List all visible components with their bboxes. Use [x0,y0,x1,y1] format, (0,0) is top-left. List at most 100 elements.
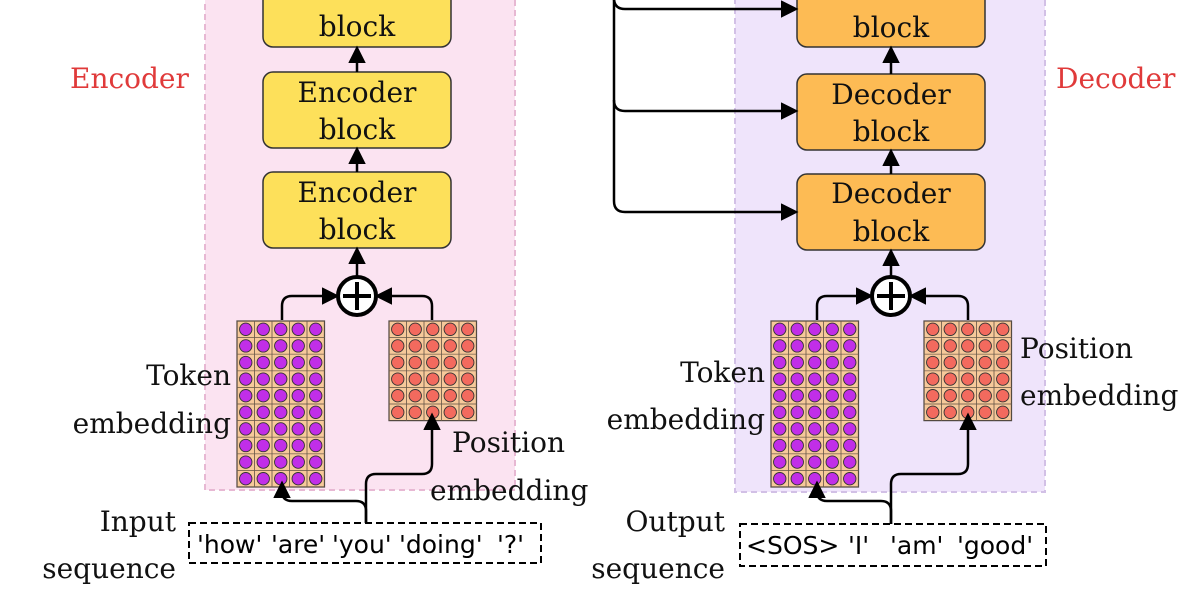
svg-text:block: block [319,113,396,146]
token-embedding-dot [825,339,839,353]
position-embedding-dot [391,355,405,370]
position-embedding-dot [408,405,422,419]
position-embedding-dot [461,355,475,370]
decoder-token-to-add [815,287,874,320]
token-embedding-dot [808,455,822,469]
token-embedding-dot [309,472,323,486]
encoder-token-label-2: embedding [73,407,231,440]
decoder-token-embedding-grid [770,320,860,488]
input-token: '?' [497,530,524,559]
decoder-position-label-1: Position [1020,332,1133,365]
decoder-block-top: Decoder block [796,0,986,48]
decoder-title: Decoder [1056,62,1176,95]
token-embedding-dot [790,455,804,469]
svg-text:Encoder: Encoder [298,176,418,209]
token-embedding-dot [843,438,857,453]
token-embedding-dot [274,389,288,403]
token-embedding-dot [239,422,253,436]
token-embedding-dot [790,372,804,386]
token-embedding-dot [309,355,323,370]
token-embedding-dot [790,322,804,336]
position-embedding-dot [391,322,405,336]
token-embedding-dot [309,405,323,419]
token-embedding-dot [790,438,804,453]
token-embedding-dot [773,389,787,403]
token-embedding-dot [291,372,305,386]
position-embedding-dot [943,389,957,403]
token-embedding-dot [808,355,822,370]
token-embedding-dot [773,438,787,453]
token-embedding-dot [843,389,857,403]
position-embedding-dot [926,372,940,386]
token-embedding-dot [256,405,270,419]
position-embedding-dot [443,322,457,336]
token-embedding-dot [790,355,804,370]
svg-text:Encoder: Encoder [298,0,418,5]
token-embedding-dot [309,455,323,469]
token-embedding-dot [825,322,839,336]
decoder-token-label-1: Token [680,356,765,389]
position-embedding-dot [996,355,1010,370]
input-token: 'how' [197,530,262,559]
token-embedding-dot [773,405,787,419]
encoder-position-label-2: embedding [430,474,588,507]
input-token: 'are' [271,530,325,559]
output-label-1: Output [626,505,726,538]
position-embedding-dot [408,389,422,403]
token-embedding-dot [825,372,839,386]
decoder-pos-to-add [908,287,970,320]
position-embedding-dot [443,339,457,353]
token-embedding-dot [239,438,253,453]
svg-text:Decoder: Decoder [831,177,951,210]
token-embedding-dot [274,455,288,469]
position-embedding-dot [408,339,422,353]
svg-text:block: block [319,213,396,246]
token-embedding-dot [291,322,305,336]
output-token: 'good' [957,531,1033,560]
svg-text:Encoder: Encoder [298,76,418,109]
input-label-1: Input [100,505,177,538]
token-embedding-dot [256,389,270,403]
token-embedding-dot [291,339,305,353]
position-embedding-dot [926,339,940,353]
position-embedding-dot [961,355,975,370]
position-embedding-dot [961,322,975,336]
token-embedding-dot [256,472,270,486]
token-embedding-dot [256,355,270,370]
encoder-input-to-position [364,412,441,523]
token-embedding-dot [274,372,288,386]
token-embedding-dot [843,322,857,336]
position-embedding-dot [943,355,957,370]
token-embedding-dot [239,389,253,403]
token-embedding-dot [256,438,270,453]
token-embedding-dot [843,405,857,419]
encoder-position-embedding-grid [388,320,478,422]
svg-text:Decoder: Decoder [831,0,951,5]
position-embedding-dot [926,405,940,419]
encoder-position-label-1: Position [452,426,565,459]
token-embedding-dot [309,389,323,403]
position-embedding-dot [926,322,940,336]
token-embedding-dot [291,455,305,469]
token-embedding-dot [239,339,253,353]
token-embedding-dot [773,472,787,486]
position-embedding-dot [978,339,992,353]
position-embedding-dot [426,322,440,336]
position-embedding-dot [926,389,940,403]
position-embedding-dot [961,389,975,403]
encoder-to-decoder-connection [612,99,799,120]
token-embedding-dot [808,389,822,403]
output-label-2: sequence [591,552,725,585]
encoder-title: Encoder [70,62,190,95]
position-embedding-dot [391,405,405,419]
position-embedding-dot [391,389,405,403]
token-embedding-dot [239,455,253,469]
token-embedding-dot [309,438,323,453]
token-embedding-dot [256,339,270,353]
token-embedding-dot [808,322,822,336]
position-embedding-dot [996,389,1010,403]
position-embedding-dot [391,372,405,386]
token-embedding-dot [843,455,857,469]
position-embedding-dot [978,355,992,370]
